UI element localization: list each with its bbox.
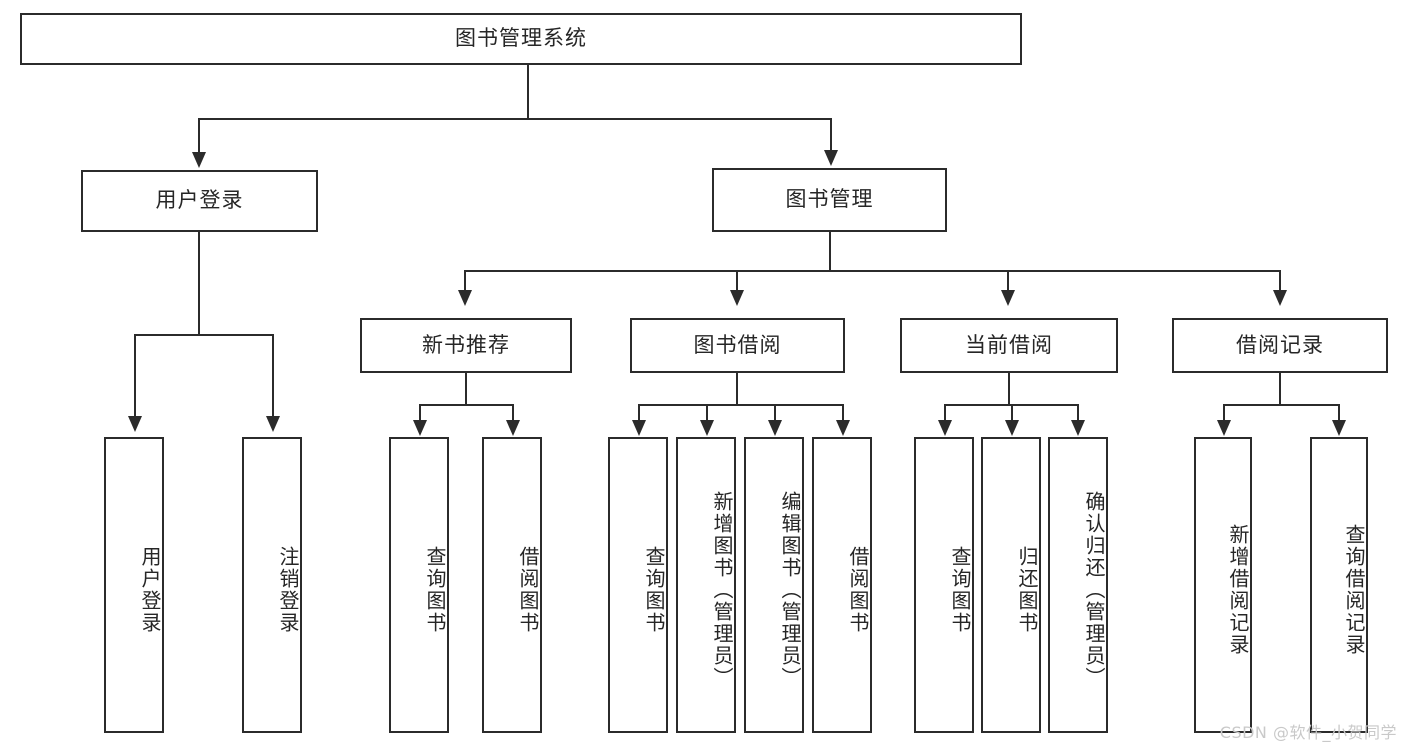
edge-current-borrow-trunk xyxy=(1008,373,1010,405)
arrow-new-book-to-leaf-1 xyxy=(413,420,427,436)
edge-borrow-record-bar xyxy=(1223,404,1340,406)
edge-user-login-to-leaf-1 xyxy=(134,334,136,418)
leaf-book-borrow-edit-book-admin[interactable]: 编辑图书（管理员） xyxy=(744,437,804,733)
node-label: 借阅记录 xyxy=(1236,332,1324,357)
edge-new-book-to-leaf-2 xyxy=(512,404,514,422)
edge-user-login-bar xyxy=(134,334,272,336)
node-label: 新增借阅记录 xyxy=(1226,524,1250,656)
leaf-new-book-borrow-book[interactable]: 借阅图书 xyxy=(482,437,542,733)
node-label: 用户登录 xyxy=(155,188,244,213)
edge-book-borrow-bar xyxy=(638,404,844,406)
node-new-book-recommend[interactable]: 新书推荐 xyxy=(360,318,572,373)
edge-book-management-to-book-borrow xyxy=(736,270,738,292)
arrow-book-management-to-current-borrow xyxy=(1001,290,1015,306)
edge-new-book-trunk xyxy=(465,373,467,405)
arrow-book-management-to-book-borrow xyxy=(730,290,744,306)
node-label: 查询图书 xyxy=(948,546,972,634)
arrow-root-to-book-management xyxy=(824,150,838,166)
node-label: 查询图书 xyxy=(642,546,666,634)
node-label: 新增图书（管理员） xyxy=(710,491,734,689)
leaf-new-book-query-book[interactable]: 查询图书 xyxy=(389,437,449,733)
node-label: 确认归还（管理员） xyxy=(1082,491,1106,689)
node-label: 图书管理系统 xyxy=(455,26,587,51)
edge-current-borrow-to-leaf-3 xyxy=(1077,404,1079,422)
edge-borrow-record-trunk xyxy=(1279,373,1281,405)
edge-book-management-to-borrow-record xyxy=(1279,270,1281,292)
arrow-borrow-record-to-leaf-2 xyxy=(1332,420,1346,436)
leaf-current-borrow-confirm-return-admin[interactable]: 确认归还（管理员） xyxy=(1048,437,1108,733)
edge-user-login-to-leaf-2 xyxy=(272,334,274,418)
leaf-current-borrow-query-book[interactable]: 查询图书 xyxy=(914,437,974,733)
edge-book-borrow-to-leaf-2 xyxy=(706,404,708,422)
arrow-root-to-user-login xyxy=(192,152,206,168)
leaf-current-borrow-return-book[interactable]: 归还图书 xyxy=(981,437,1041,733)
edge-book-borrow-trunk xyxy=(736,373,738,405)
edge-root-to-user-login xyxy=(198,118,200,154)
arrow-current-borrow-to-leaf-3 xyxy=(1071,420,1085,436)
leaf-borrow-record-add-record[interactable]: 新增借阅记录 xyxy=(1194,437,1252,733)
edge-book-borrow-to-leaf-4 xyxy=(842,404,844,422)
node-user-login[interactable]: 用户登录 xyxy=(81,170,318,232)
edge-current-borrow-to-leaf-2 xyxy=(1011,404,1013,422)
node-label: 查询借阅记录 xyxy=(1342,524,1366,656)
leaf-book-borrow-borrow-book[interactable]: 借阅图书 xyxy=(812,437,872,733)
arrow-book-borrow-to-leaf-2 xyxy=(700,420,714,436)
edge-book-management-bar xyxy=(464,270,1281,272)
edge-user-login-trunk xyxy=(198,232,200,335)
node-book-management[interactable]: 图书管理 xyxy=(712,168,947,232)
node-label: 查询图书 xyxy=(423,546,447,634)
node-label: 注销登录 xyxy=(276,546,300,634)
leaf-book-borrow-query-book[interactable]: 查询图书 xyxy=(608,437,668,733)
leaf-user-login-login[interactable]: 用户登录 xyxy=(104,437,164,733)
arrow-book-borrow-to-leaf-4 xyxy=(836,420,850,436)
edge-book-borrow-to-leaf-3 xyxy=(774,404,776,422)
node-label: 图书借阅 xyxy=(693,332,782,357)
arrow-book-management-to-borrow-record xyxy=(1273,290,1287,306)
arrow-current-borrow-to-leaf-1 xyxy=(938,420,952,436)
node-label: 借阅图书 xyxy=(846,546,870,634)
arrow-book-borrow-to-leaf-1 xyxy=(632,420,646,436)
arrow-borrow-record-to-leaf-1 xyxy=(1217,420,1231,436)
arrow-user-login-to-leaf-1 xyxy=(128,416,142,432)
node-label: 借阅图书 xyxy=(516,546,540,634)
edge-book-management-trunk xyxy=(829,232,831,271)
node-label: 编辑图书（管理员） xyxy=(778,491,802,689)
edge-new-book-to-leaf-1 xyxy=(419,404,421,422)
edge-book-management-to-new-book xyxy=(464,270,466,292)
node-label: 当前借阅 xyxy=(965,332,1053,357)
arrow-current-borrow-to-leaf-2 xyxy=(1005,420,1019,436)
edge-current-borrow-to-leaf-1 xyxy=(944,404,946,422)
arrow-new-book-to-leaf-2 xyxy=(506,420,520,436)
node-current-borrow[interactable]: 当前借阅 xyxy=(900,318,1118,373)
edge-borrow-record-to-leaf-2 xyxy=(1338,404,1340,422)
leaf-borrow-record-query-record[interactable]: 查询借阅记录 xyxy=(1310,437,1368,733)
arrow-user-login-to-leaf-2 xyxy=(266,416,280,432)
leaf-book-borrow-add-book-admin[interactable]: 新增图书（管理员） xyxy=(676,437,736,733)
edge-root-trunk xyxy=(527,65,529,119)
edge-book-borrow-to-leaf-1 xyxy=(638,404,640,422)
node-borrow-record[interactable]: 借阅记录 xyxy=(1172,318,1388,373)
leaf-user-login-logout[interactable]: 注销登录 xyxy=(242,437,302,733)
node-book-borrow[interactable]: 图书借阅 xyxy=(630,318,845,373)
node-label: 图书管理 xyxy=(785,187,874,212)
edge-borrow-record-to-leaf-1 xyxy=(1223,404,1225,422)
node-label: 新书推荐 xyxy=(422,332,510,357)
arrow-book-borrow-to-leaf-3 xyxy=(768,420,782,436)
edge-root-to-book-management xyxy=(830,118,832,152)
node-label: 用户登录 xyxy=(138,546,162,634)
node-root-book-management-system[interactable]: 图书管理系统 xyxy=(20,13,1022,65)
edge-new-book-bar xyxy=(419,404,514,406)
node-label: 归还图书 xyxy=(1015,546,1039,634)
edge-root-bar xyxy=(198,118,832,120)
arrow-book-management-to-new-book xyxy=(458,290,472,306)
edge-book-management-to-current-borrow xyxy=(1007,270,1009,292)
